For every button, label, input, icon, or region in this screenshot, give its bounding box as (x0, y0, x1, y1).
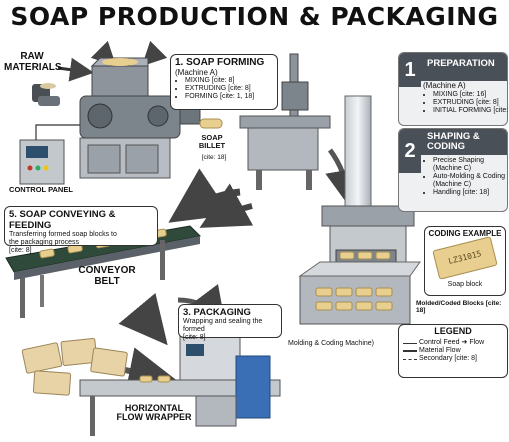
coding-example-card: CODING EXAMPLE LZ31015 Soap block (424, 226, 506, 296)
preparation-machine: (Machine A) (423, 81, 507, 90)
list-item: INITIAL FORMING [cite: 1] (433, 107, 509, 115)
legend-entries: Control Feed ➜ Flow Material Flow Second… (403, 339, 505, 363)
shaping-number: 2 (399, 129, 421, 173)
conveying-feeding-title: 5. SOAP CONVEYING & FEEDING (9, 209, 153, 231)
soap-block-icon: LZ31015 (432, 236, 497, 280)
list-item: MIXING [cite: 16] (433, 91, 509, 99)
shaping-coding-panel: 2 SHAPING & CODING Precise Shaping (Mach… (398, 128, 508, 212)
conveying-feeding-desc: Transferring formed soap blocks to the p… (9, 231, 153, 255)
legend-material: Material Flow (419, 347, 461, 355)
control-panel-unit (20, 125, 80, 184)
soap-forming-machine: (Machine A) (175, 68, 273, 77)
control-panel-label: CONTROL PANEL (6, 186, 76, 194)
packaging-title: 3. PACKAGING (183, 307, 277, 318)
list-item: Auto-Molding & Coding (Machine C) (433, 173, 509, 189)
coding-example-title: CODING EXAMPLE (425, 229, 505, 238)
legend-title: LEGEND (399, 326, 507, 336)
legend-flow: Flow (469, 339, 484, 347)
preparation-steps: MIXING [cite: 16] EXTRUDING [cite: 8] IN… (423, 91, 509, 115)
shaping-steps: Precise Shaping (Machine C) Auto-Molding… (423, 157, 509, 197)
preparation-title: PREPARATION (421, 53, 507, 81)
secondary-flow-icon (403, 359, 417, 360)
preparation-panel: 1 PREPARATION (Machine A) MIXING [cite: … (398, 52, 508, 126)
list-item: EXTRUDING [cite: 8] (185, 85, 273, 93)
soap-forming-card: 1. SOAP FORMING (Machine A) MIXING [cite… (170, 54, 278, 110)
list-item: EXTRUDING [cite: 8] (433, 99, 509, 107)
soap-billet-label: SOAP BILLET (192, 134, 232, 150)
legend-secondary: Secondary [cite: 8] (419, 355, 477, 363)
legend-control: Control Feed (419, 339, 459, 347)
soap-block-code: LZ31015 (433, 237, 496, 278)
coding-example-caption: Soap block (425, 281, 505, 288)
preparation-number: 1 (399, 53, 421, 87)
flow-wrapper-label: HORIZONTAL FLOW WRAPPER (108, 404, 200, 423)
soap-billet-shape (200, 119, 222, 128)
packaging-card: 3. PACKAGING Wrapping and sealing the fo… (178, 304, 282, 338)
packaging-desc: Wrapping and sealing the formed [cite: 8… (183, 318, 277, 342)
molded-blocks-label: Molded/Coded Blocks [cite: 18] (416, 300, 508, 314)
molding-machine-label: Molding & Coding Machine) (288, 340, 398, 347)
soap-forming-title: 1. SOAP FORMING (175, 57, 273, 68)
list-item: MIXING [cite: 8] (185, 77, 273, 85)
list-item: Precise Shaping (Machine C) (433, 157, 509, 173)
conveying-feeding-card: 5. SOAP CONVEYING & FEEDING Transferring… (4, 206, 158, 246)
list-item: Handling [cite: 18] (433, 189, 509, 197)
raw-materials-label: RAW MATERIALS (4, 52, 60, 73)
raw-material-sacks (32, 83, 60, 106)
conveyor-belt-label: CONVEYOR BELT (72, 266, 142, 287)
control-feed-icon (403, 343, 417, 344)
flow-arrow-icon: ➜ (461, 339, 467, 347)
material-flow-icon (403, 350, 417, 352)
list-item: FORMING [cite: 1, 18] (185, 93, 273, 101)
shaping-title: SHAPING & CODING (421, 129, 507, 155)
soap-forming-steps: MIXING [cite: 8] EXTRUDING [cite: 8] FOR… (175, 77, 273, 101)
legend-box: LEGEND Control Feed ➜ Flow Material Flow… (398, 324, 508, 378)
soap-billet-cite: [cite: 18] (194, 154, 234, 161)
